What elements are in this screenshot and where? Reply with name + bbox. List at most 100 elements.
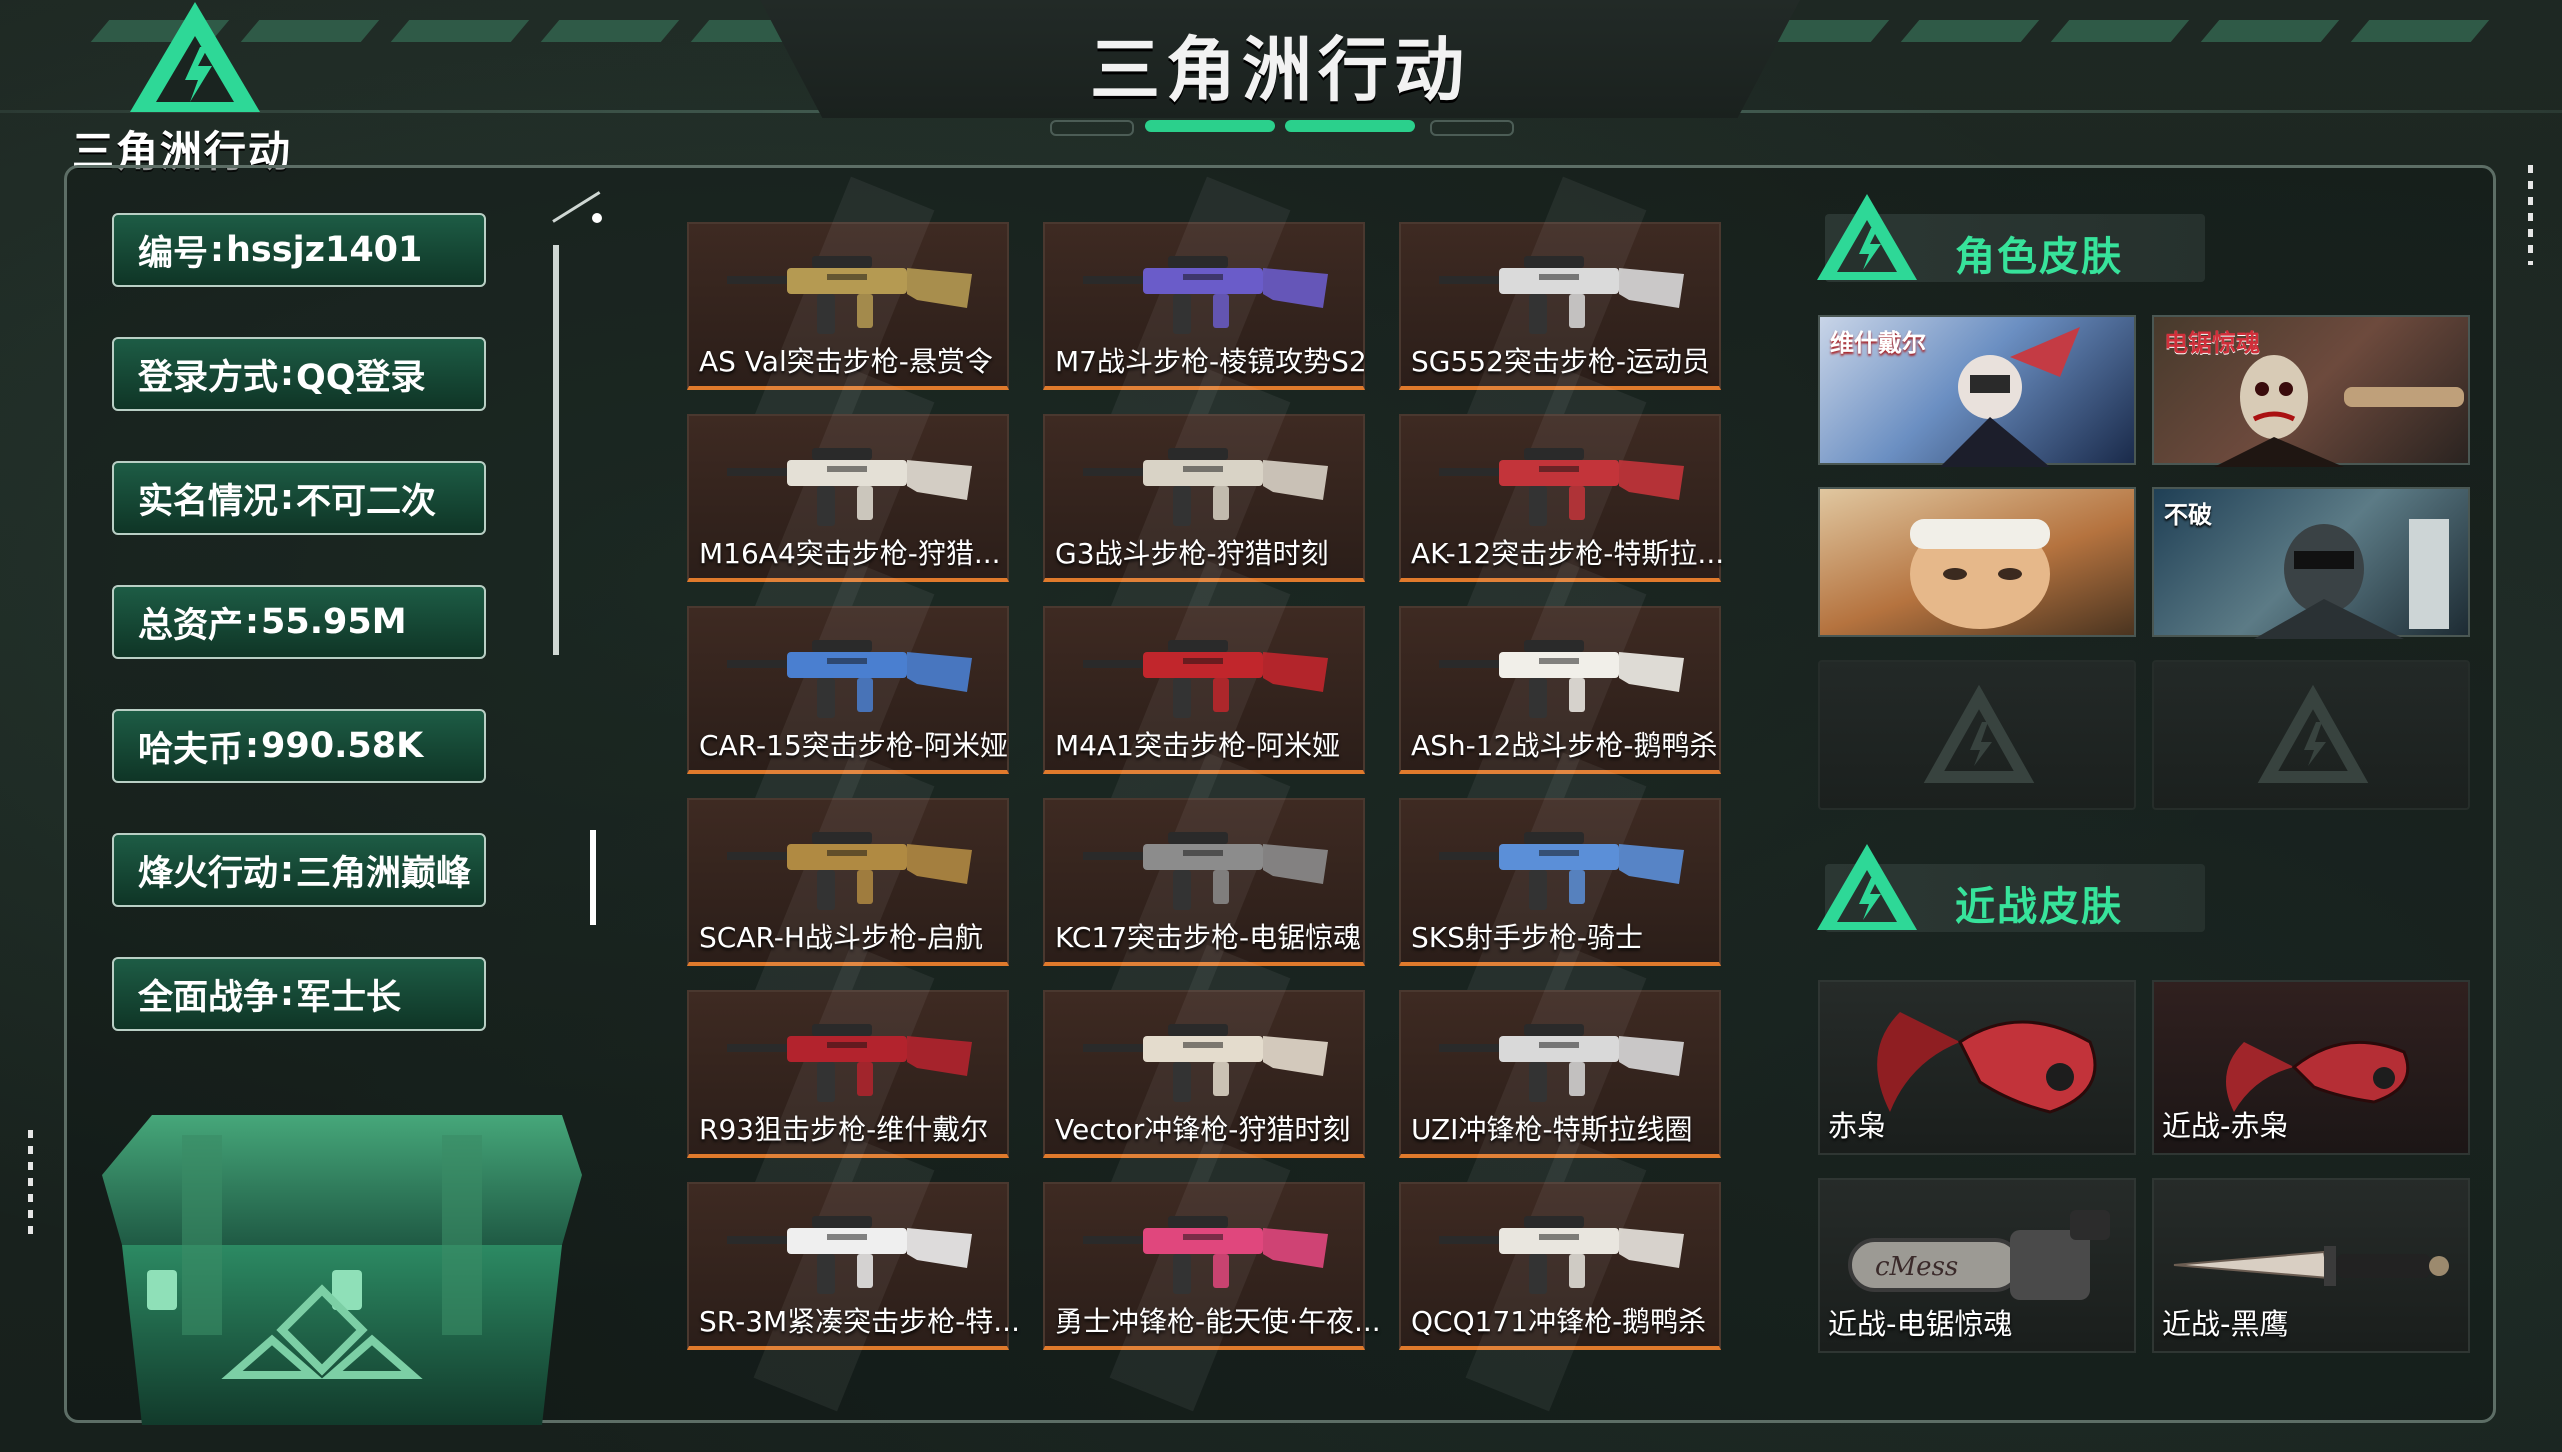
weapon-icon [1439, 1216, 1684, 1294]
melee-label: 近战-电锯惊魂 [1828, 1307, 2013, 1341]
weapon-card[interactable]: M16A4突击步枪-狩猎... [687, 368, 1009, 644]
weapon-card[interactable]: M4A1突击步枪-阿米娅 [1043, 560, 1365, 836]
weapon-icon [1083, 640, 1328, 718]
decor-knob [592, 213, 602, 223]
info-login-method: 登录方式:QQ登录 [112, 337, 486, 411]
weapon-label: SKS射手步枪-骑士 [1411, 921, 1644, 954]
header-stripe [390, 20, 530, 42]
weapon-icon [1439, 448, 1684, 526]
info-value: 55.95M [261, 602, 407, 642]
header-pill [1430, 120, 1514, 136]
character-portrait [1910, 519, 2050, 629]
scroll-track[interactable] [553, 245, 559, 655]
empty-skin-slot[interactable] [1818, 660, 2136, 810]
info-total-assets: 总资产:55.95M [112, 585, 486, 659]
weapon-card[interactable]: G3战斗步枪-狩猎时刻 [1043, 368, 1365, 644]
info-key: 烽火行动 [138, 853, 279, 894]
character-skin-tile[interactable]: 电锯惊魂 [2152, 315, 2470, 467]
header-stripe [2350, 20, 2490, 42]
weapon-icon [1083, 1216, 1328, 1294]
weapon-label: M7战斗步枪-棱镜攻势S2 [1055, 345, 1367, 378]
melee-label: 赤枭 [1828, 1109, 1887, 1143]
header-pill-active [1145, 120, 1275, 132]
delta-logo-icon [1817, 844, 1917, 930]
melee-skins-header: 近战皮肤 [1817, 844, 2205, 932]
delta-logo-icon [1923, 684, 2035, 783]
delta-logo-icon [130, 2, 260, 112]
weapon-card[interactable]: SR-3M紧凑突击步枪-特... [687, 1136, 1020, 1412]
weapon-label: SG552突击步枪-运动员 [1411, 345, 1711, 378]
decor-dots [2528, 165, 2533, 265]
karambit-icon [1877, 1012, 2097, 1114]
melee-skin-tile[interactable]: cMess 近战-电锯惊魂 [1818, 1178, 2136, 1353]
weapon-label: M4A1突击步枪-阿米娅 [1055, 729, 1341, 762]
weapon-icon [1083, 256, 1328, 334]
melee-label: 近战-黑鹰 [2162, 1307, 2289, 1341]
delta-logo-icon [1817, 194, 1917, 280]
weapon-card[interactable]: SKS射手步枪-骑士 [1399, 752, 1721, 1028]
info-account-id: 编号:hssjz1401 [112, 213, 486, 287]
chainsaw-icon: cMess [1848, 1210, 2110, 1300]
header-stripe [1900, 20, 2040, 42]
weapon-icon [727, 640, 972, 718]
weapon-icon [727, 256, 972, 334]
weapon-card[interactable]: 勇士冲锋枪-能天使·午夜... [1043, 1136, 1381, 1412]
weapon-card[interactable]: SG552突击步枪-运动员 [1399, 176, 1721, 452]
weapon-card[interactable]: CAR-15突击步枪-阿米娅 [687, 560, 1009, 836]
weapon-card[interactable]: UZI冲锋枪-特斯拉线圈 [1399, 944, 1721, 1220]
weapon-card[interactable]: ASh-12战斗步枪-鹅鸭杀 [1399, 560, 1721, 836]
melee-skin-tile[interactable]: 赤枭 [1818, 980, 2136, 1155]
weapon-card[interactable]: SCAR-H战斗步枪-启航 [687, 752, 1009, 1028]
weapon-card[interactable]: Vector冲锋枪-狩猎时刻 [1043, 944, 1365, 1220]
weapon-icon [727, 1024, 972, 1102]
weapon-card[interactable]: KC17突击步枪-电锯惊魂 [1043, 752, 1365, 1028]
weapon-icon [727, 448, 972, 526]
melee-skin-tile[interactable]: 近战-黑鹰 [2152, 1178, 2470, 1353]
header-stripe [2050, 20, 2190, 42]
info-key: 编号 [138, 233, 209, 274]
info-value: 军士长 [296, 977, 402, 1018]
weapon-card[interactable]: AS Val突击步枪-悬赏令 [687, 176, 1009, 452]
skin-tag: 电锯惊魂 [2164, 329, 2260, 357]
weapon-card[interactable]: M7战斗步枪-棱镜攻势S2 [1043, 176, 1367, 452]
info-real-name: 实名情况:不可二次 [112, 461, 486, 535]
weapon-card[interactable]: QCQ171冲锋枪-鹅鸭杀 [1399, 1136, 1721, 1412]
decor-dots [28, 1130, 33, 1240]
delta-logo-icon [2257, 684, 2369, 783]
character-skin-tile[interactable]: 维什戴尔 [1818, 315, 2136, 467]
weapon-label: G3战斗步枪-狩猎时刻 [1055, 537, 1329, 570]
info-key: 全面战争 [138, 977, 279, 1018]
empty-skin-slot[interactable] [2152, 660, 2470, 810]
skin-tag: 维什戴尔 [1830, 329, 1926, 357]
weapon-label: CAR-15突击步枪-阿米娅 [699, 729, 1008, 762]
knife-icon [2173, 1246, 2449, 1286]
weapon-icon [1439, 1024, 1684, 1102]
weapon-label: UZI冲锋枪-特斯拉线圈 [1411, 1113, 1693, 1146]
character-skin-tile[interactable] [1818, 487, 2136, 637]
info-haf-coin: 哈夫币:990.58K [112, 709, 486, 783]
info-warfare-rank: 全面战争:军士长 [112, 957, 486, 1031]
section-title: 近战皮肤 [1955, 884, 2123, 930]
weapon-icon [727, 1216, 972, 1294]
weapon-card[interactable]: AK-12突击步枪-特斯拉... [1399, 368, 1725, 644]
melee-skin-tile[interactable]: 近战-赤枭 [2152, 980, 2470, 1155]
weapon-icon [1439, 256, 1684, 334]
weapon-icon [1083, 448, 1328, 526]
melee-label: 近战-赤枭 [2162, 1109, 2289, 1143]
weapon-label: AS Val突击步枪-悬赏令 [699, 345, 993, 378]
info-key: 总资产 [138, 605, 244, 646]
weapon-label: Vector冲锋枪-狩猎时刻 [1055, 1113, 1351, 1146]
info-value: QQ登录 [296, 357, 426, 398]
info-key: 实名情况 [138, 481, 279, 522]
weapon-icon [1083, 1024, 1328, 1102]
weapon-label: AK-12突击步枪-特斯拉... [1411, 537, 1725, 570]
weapon-icon [1083, 832, 1328, 910]
weapon-icon [1439, 640, 1684, 718]
weapon-label: R93狙击步枪-维什戴尔 [699, 1113, 989, 1146]
weapon-card[interactable]: R93狙击步枪-维什戴尔 [687, 944, 1009, 1220]
page-title: 三角洲行动 [1090, 29, 1470, 111]
info-value: 三角洲巅峰 [296, 853, 472, 894]
weapon-label: SCAR-H战斗步枪-启航 [699, 921, 984, 954]
info-operations-rank: 烽火行动:三角洲巅峰 [112, 833, 486, 907]
character-skin-tile[interactable]: 不破 [2152, 487, 2470, 639]
